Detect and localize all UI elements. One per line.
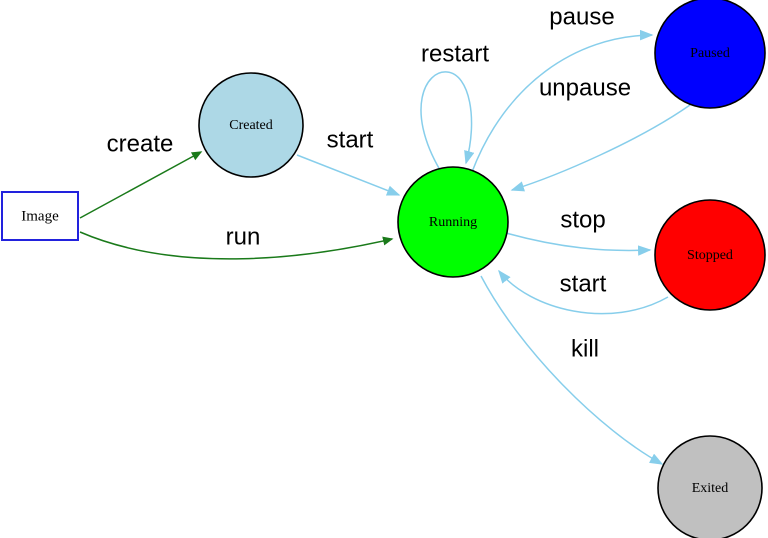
edges-layer bbox=[79, 29, 691, 465]
node-stopped[interactable]: Stopped bbox=[654, 199, 766, 311]
node-image-rect[interactable] bbox=[1, 191, 79, 241]
node-paused-circle[interactable] bbox=[654, 0, 766, 109]
edge-start1-path[interactable] bbox=[296, 154, 401, 196]
node-exited-circle[interactable] bbox=[657, 435, 763, 538]
node-running-circle[interactable] bbox=[397, 166, 509, 278]
edge-unpause-path[interactable] bbox=[510, 104, 691, 192]
edge-label-kill: kill bbox=[571, 335, 599, 362]
edge-stop-path[interactable] bbox=[505, 232, 652, 256]
edge-labels-layer: create run start restart pause unpause s… bbox=[107, 3, 631, 362]
edge-label-unpause: unpause bbox=[539, 74, 631, 101]
edge-create-path[interactable] bbox=[79, 151, 203, 219]
edge-label-run: run bbox=[226, 223, 261, 250]
node-created-label: Created bbox=[229, 118, 273, 133]
edge-run-path[interactable] bbox=[79, 231, 394, 260]
edge-label-stop: stop bbox=[560, 206, 605, 233]
node-running[interactable]: Running bbox=[397, 166, 509, 278]
edge-label-create: create bbox=[107, 130, 174, 157]
edge-start2-path[interactable] bbox=[498, 269, 669, 315]
node-stopped-label: Stopped bbox=[687, 248, 733, 263]
node-paused[interactable]: Paused bbox=[654, 0, 766, 109]
node-created[interactable]: Created bbox=[198, 72, 304, 178]
node-running-label: Running bbox=[429, 215, 477, 230]
node-image[interactable]: Image bbox=[1, 191, 79, 241]
edge-kill-path[interactable] bbox=[480, 275, 664, 465]
edge-restart-path[interactable] bbox=[420, 71, 475, 171]
node-created-circle[interactable] bbox=[198, 72, 304, 178]
edge-label-pause: pause bbox=[549, 3, 614, 30]
node-paused-label: Paused bbox=[690, 46, 730, 61]
node-stopped-circle[interactable] bbox=[654, 199, 766, 311]
edge-pause-path[interactable] bbox=[471, 29, 654, 173]
node-exited[interactable]: Exited bbox=[657, 435, 763, 538]
node-exited-label: Exited bbox=[692, 481, 729, 496]
node-image-label: Image bbox=[21, 208, 59, 224]
edge-label-start-stopped: start bbox=[560, 270, 607, 297]
edge-label-start-created: start bbox=[327, 126, 374, 153]
edge-label-restart: restart bbox=[421, 40, 489, 67]
